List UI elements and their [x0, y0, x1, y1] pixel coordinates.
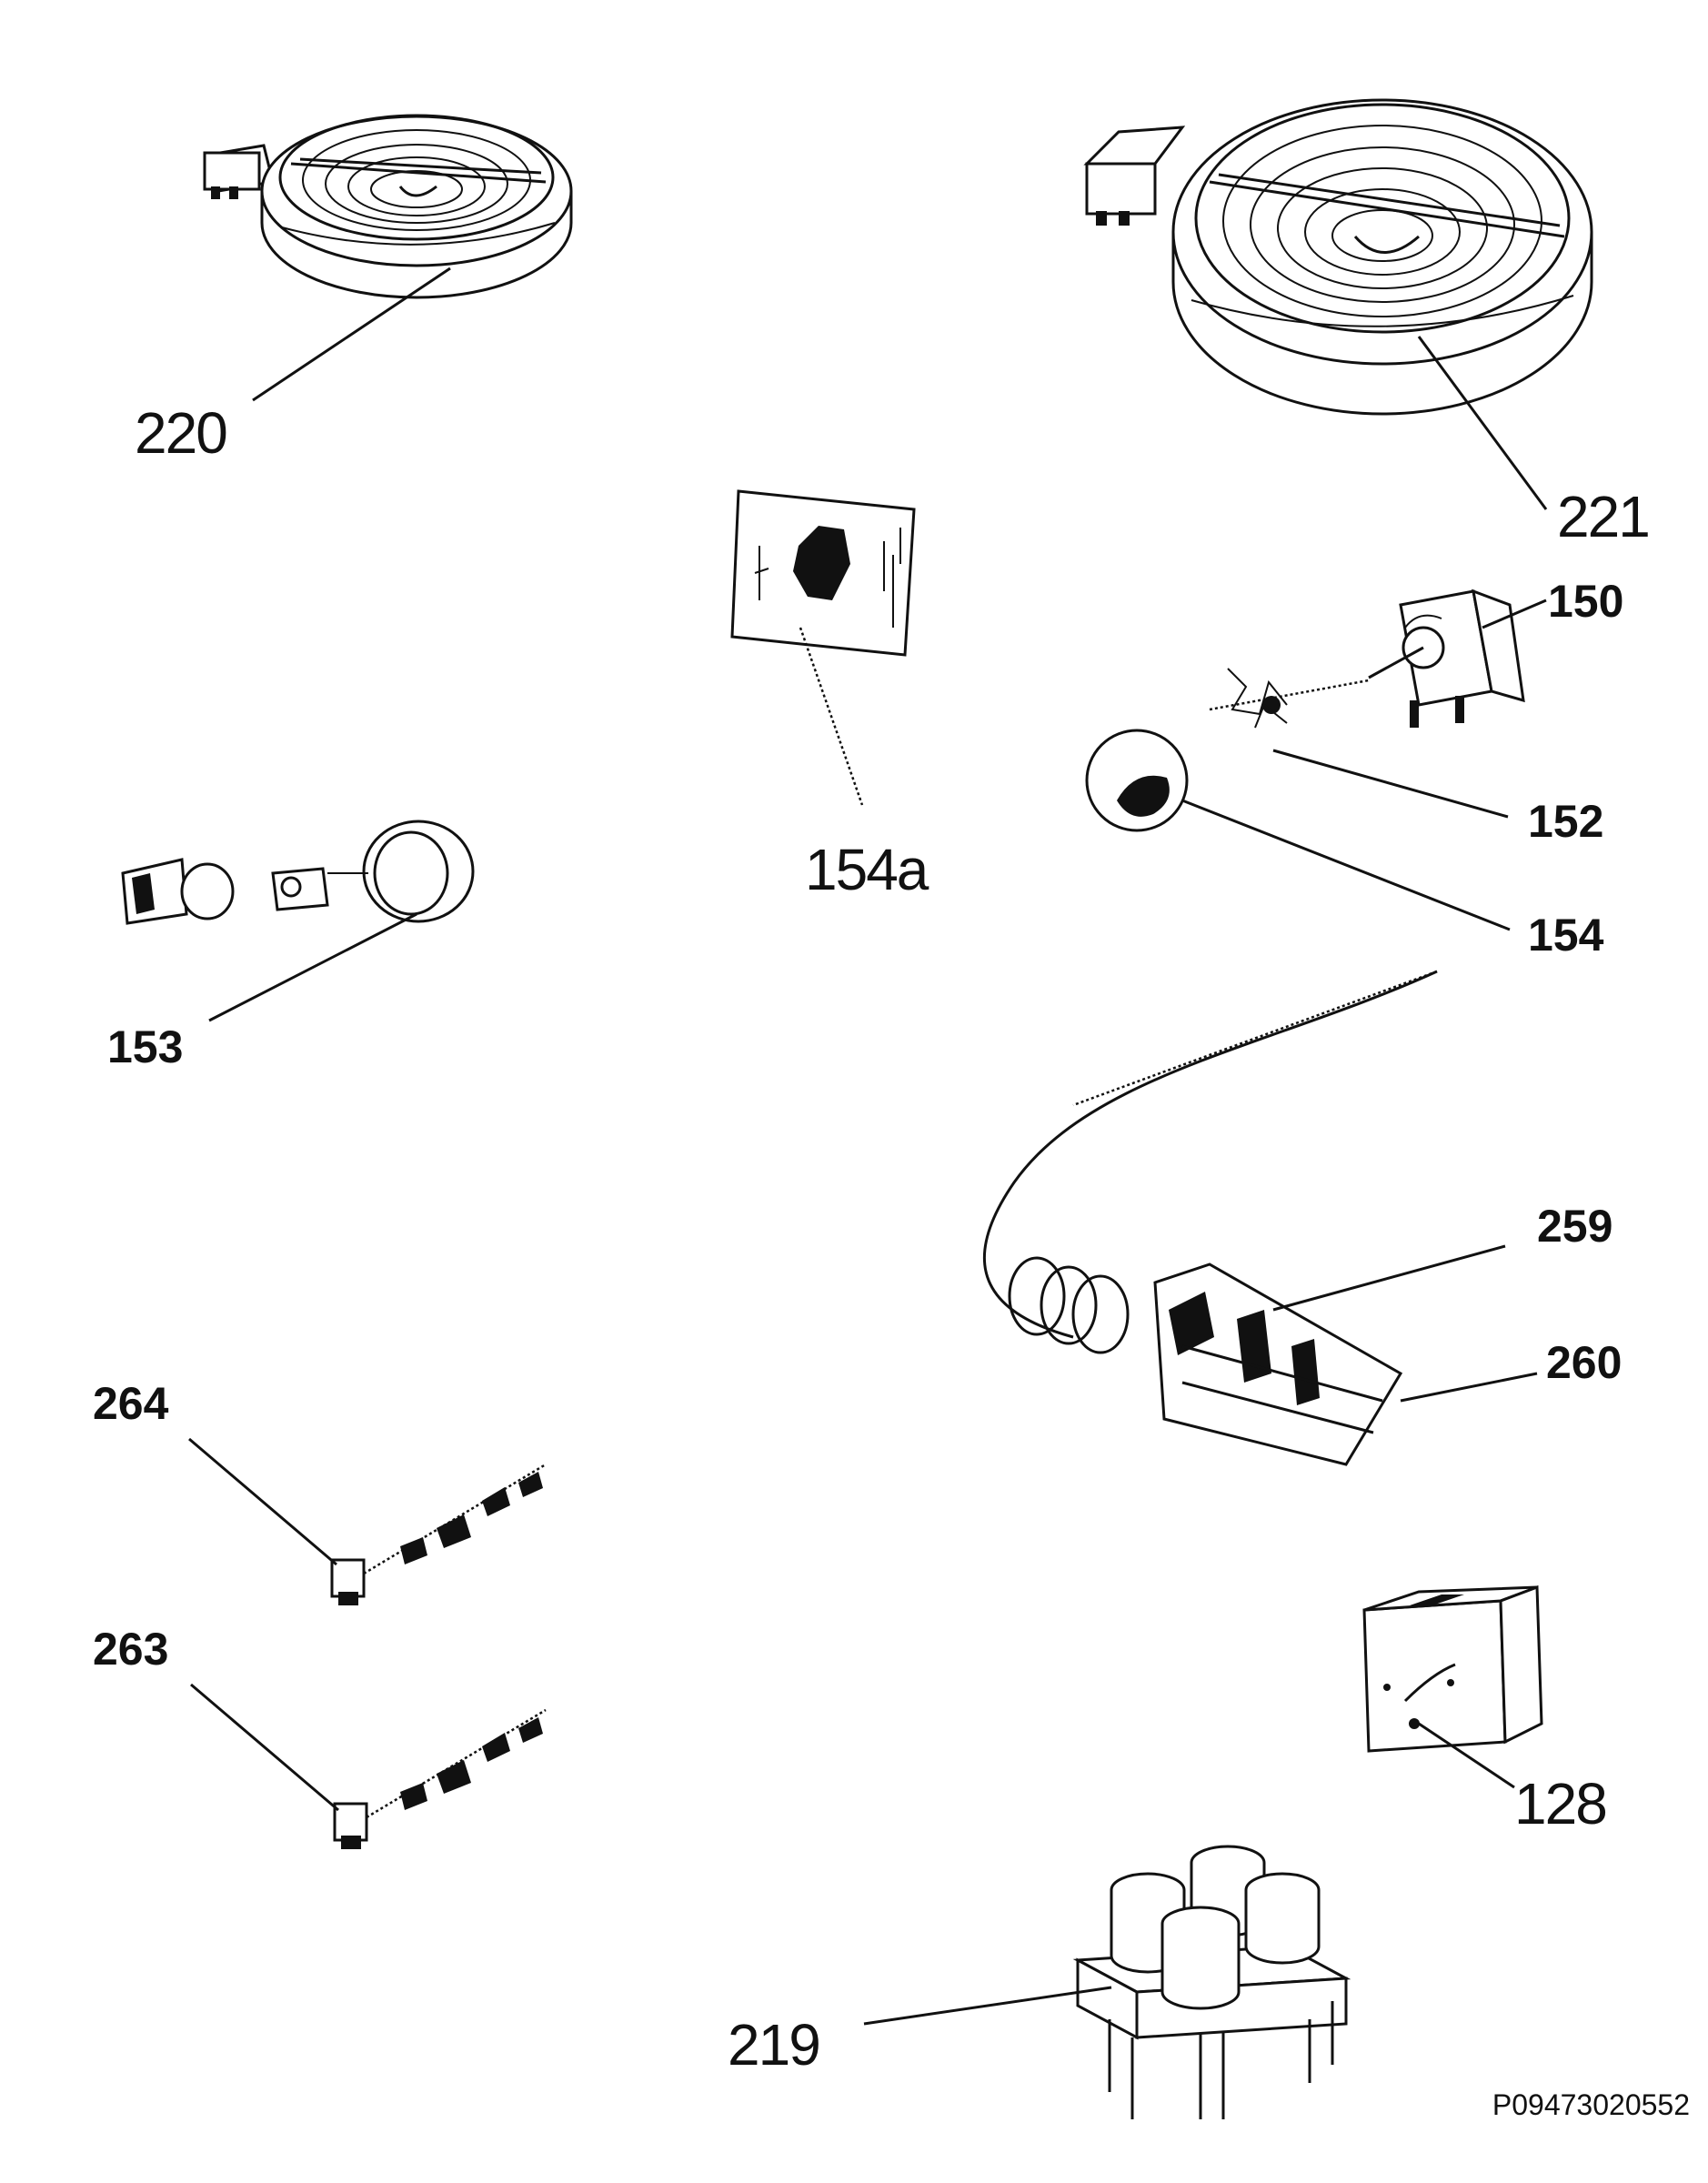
leader-152 — [1272, 749, 1509, 819]
part-label-263: 263 — [93, 1624, 168, 1675]
leader-264 — [188, 1437, 337, 1566]
part-label-154a: 154a — [805, 837, 929, 902]
part-label-153: 153 — [107, 1021, 183, 1072]
diagram-reference-code: P09473020552 — [1492, 2088, 1690, 2121]
part-label-150: 150 — [1548, 576, 1623, 627]
spring-clip — [1209, 668, 1370, 729]
leader-154a — [799, 627, 864, 806]
energy-regulator — [1368, 589, 1525, 728]
part-label-128: 128 — [1514, 1771, 1606, 1836]
leader-219 — [863, 1986, 1112, 2026]
knob-assembly — [121, 820, 475, 925]
switch-module — [1362, 1584, 1543, 1753]
part-label-219: 219 — [728, 2012, 819, 2077]
leader-263 — [190, 1683, 339, 1812]
part-label-259: 259 — [1537, 1201, 1613, 1252]
leader-154 — [1181, 799, 1511, 931]
leader-221 — [1417, 336, 1548, 510]
part-label-221: 221 — [1557, 484, 1649, 549]
hob-element-large — [1083, 98, 1593, 416]
indicator-switch-264 — [330, 1463, 547, 1605]
control-knob-ball — [1085, 729, 1189, 832]
part-label-154: 154 — [1528, 910, 1604, 961]
leader-220 — [252, 267, 451, 402]
part-label-260: 260 — [1546, 1337, 1622, 1388]
thermostat-assembly — [983, 970, 1438, 1466]
leader-153 — [208, 912, 417, 1022]
part-label-264: 264 — [93, 1378, 169, 1429]
part-label-220: 220 — [135, 400, 226, 466]
part-label-152: 152 — [1528, 796, 1603, 847]
hob-block — [1072, 1845, 1351, 2119]
leader-260 — [1400, 1372, 1538, 1403]
hob-element-small — [203, 114, 573, 299]
label-card — [730, 489, 916, 657]
leader-150 — [1482, 599, 1547, 629]
leader-259 — [1272, 1244, 1506, 1312]
leader-128 — [1418, 1722, 1515, 1789]
indicator-switch-263 — [333, 1708, 547, 1849]
